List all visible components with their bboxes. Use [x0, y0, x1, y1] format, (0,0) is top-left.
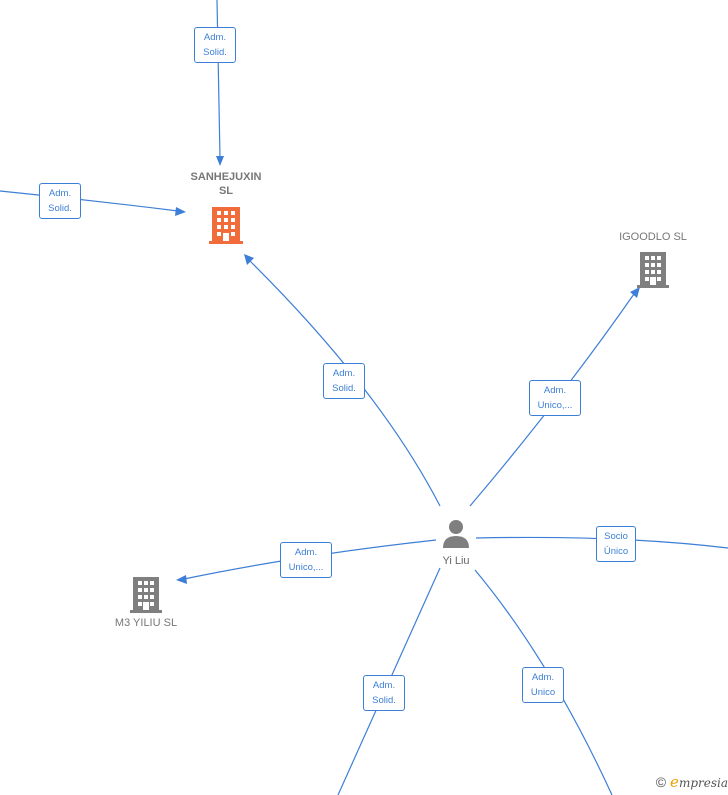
edge-label-line2: Único [603, 546, 629, 557]
edge-label-line2: Unico [530, 687, 556, 698]
edge-label-line1: Adm. [203, 32, 227, 43]
edge-label-line1: Adm. [48, 188, 72, 199]
building-icon [130, 577, 162, 613]
edge-label-line2: Unico,... [537, 400, 573, 411]
edge-top-to-sanhejuxin [216, 0, 221, 159]
company-name: IGOODLO SL [619, 231, 687, 243]
logo-initial: e [670, 773, 679, 791]
edge-label-line1: Adm. [294, 547, 318, 558]
edge-label-line1: Adm. [531, 672, 555, 683]
person-node-yiliu[interactable]: Yi Liu [425, 518, 487, 568]
company-name-line1: SANHEJUXIN [190, 171, 262, 183]
arrowhead [176, 575, 187, 584]
edge-label-yiliu-to-sanhejuxin[interactable]: Adm. Solid. [323, 363, 365, 399]
arrowhead [175, 207, 186, 216]
company-node-igoodlo[interactable]: IGOODLO SL [603, 230, 703, 288]
edge-label-yiliu-to-m3yiliu[interactable]: Adm. Unico,... [280, 542, 332, 578]
logo-text: mpresia [678, 776, 728, 790]
edge-label-line2: Solid. [332, 383, 356, 394]
building-icon [637, 252, 669, 288]
edge-label-line2: Solid. [372, 695, 396, 706]
edge-label-line1: Socio [604, 531, 628, 542]
edge-label-line2: Unico,... [288, 562, 324, 573]
arrowhead [630, 287, 640, 298]
edge-label-line2: Solid. [48, 203, 72, 214]
edge-label-yiliu-to-bottom-right[interactable]: Adm. Unico [522, 667, 564, 703]
arrowhead [216, 156, 224, 166]
copyright-symbol: © [655, 774, 667, 790]
person-icon [443, 520, 469, 548]
edge-left-to-sanhejuxin [0, 190, 179, 212]
company-node-sanhejuxin[interactable]: SANHEJUXIN SL [176, 170, 276, 244]
edge-label-yiliu-to-bottom-left[interactable]: Adm. Solid. [363, 675, 405, 711]
edge-label-line1: Adm. [332, 368, 356, 379]
edge-label-top-to-sanhejuxin[interactable]: Adm. Solid. [194, 27, 236, 63]
arrowhead [244, 254, 254, 265]
edge-label-yiliu-to-right[interactable]: Socio Único [596, 526, 636, 562]
person-name: Yi Liu [442, 555, 470, 567]
edge-label-line2: Solid. [203, 47, 227, 58]
company-name: M3 YILIU SL [114, 617, 178, 629]
edge-label-left-to-sanhejuxin[interactable]: Adm. Solid. [39, 183, 81, 219]
empresia-logo: ©empresia [656, 773, 728, 791]
edge-label-line1: Adm. [543, 385, 567, 396]
company-name-line2: SL [218, 185, 234, 197]
company-node-m3yiliu[interactable]: M3 YILIU SL [96, 575, 196, 630]
building-icon [209, 207, 243, 244]
edge-label-yiliu-to-igoodlo[interactable]: Adm. Unico,... [529, 380, 581, 416]
edge-label-line1: Adm. [372, 680, 396, 691]
